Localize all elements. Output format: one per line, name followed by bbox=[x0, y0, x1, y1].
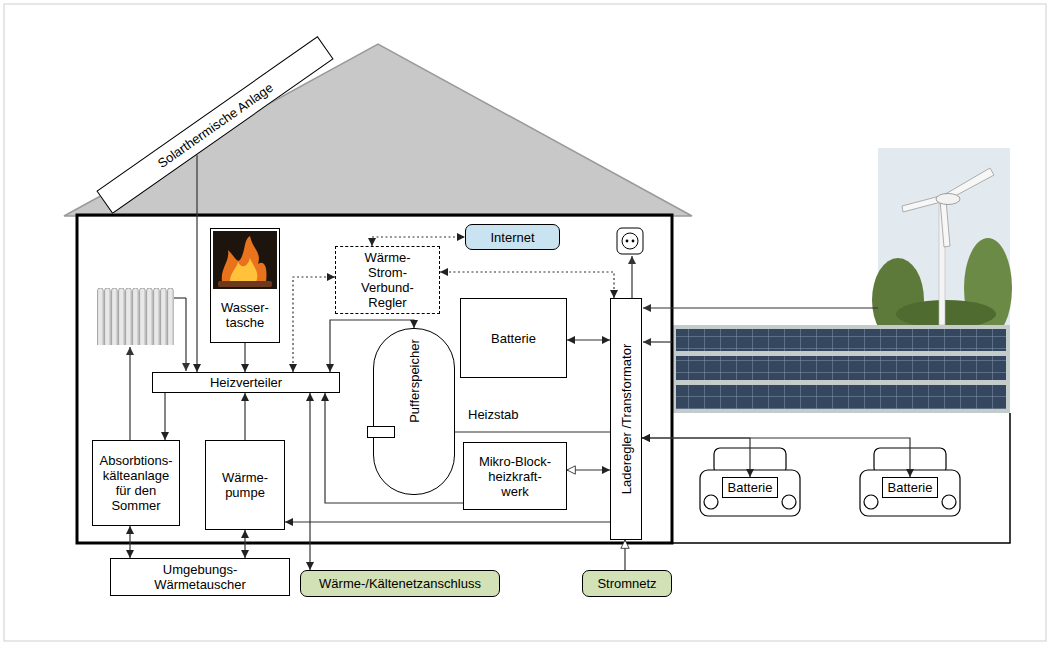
tree bbox=[896, 300, 996, 328]
connector bbox=[642, 438, 750, 477]
chp-box: Mikro-Block- heizkraft- werk bbox=[463, 442, 567, 510]
node-label: Wärme- pumpe bbox=[215, 470, 275, 500]
absorption-chiller-box: Absorbtions- kälteanlage für den Sommer bbox=[92, 440, 180, 526]
text-cell: Wärme- pumpe bbox=[215, 470, 275, 500]
node-label: Batterie bbox=[888, 480, 933, 495]
connector bbox=[293, 277, 335, 372]
node-label: Stromnetz bbox=[597, 576, 656, 591]
text-cell: Mikro-Block- heizkraft- werk bbox=[473, 454, 557, 499]
connector bbox=[244, 343, 245, 372]
node-label: Pufferspeicher bbox=[407, 339, 422, 423]
power-socket bbox=[622, 233, 638, 249]
text-cell: Batterie bbox=[728, 480, 773, 495]
text-cell: Umgebungs- Wärmetauscher bbox=[148, 562, 252, 592]
car-body bbox=[700, 470, 800, 516]
buffer-tank: Pufferspeicher bbox=[373, 328, 455, 495]
grid-connection: Stromnetz bbox=[582, 570, 672, 597]
connector bbox=[309, 393, 310, 570]
heating-pipe bbox=[129, 347, 130, 440]
text-cell: Heizverteiler bbox=[210, 375, 282, 390]
controller-box: Wärme- Strom- Verbund- Regler bbox=[335, 246, 440, 314]
socket-pin bbox=[632, 240, 635, 243]
node-label: Wasser- tasche bbox=[217, 300, 273, 330]
text-cell: Heizstab bbox=[468, 407, 519, 422]
grid-connection: Wärme-/Kältenetzanschluss bbox=[300, 570, 500, 597]
connector bbox=[567, 469, 610, 470]
text-cell: Wärme-/Kältenetzanschluss bbox=[319, 576, 481, 591]
node-label: Internet bbox=[490, 230, 534, 245]
radiator-pipe bbox=[174, 297, 186, 299]
node-label: Laderegler /Transformator bbox=[619, 344, 634, 495]
network-terminal: Internet bbox=[465, 224, 560, 250]
flame bbox=[230, 258, 257, 282]
heat-exchanger-box: Umgebungs- Wärmetauscher bbox=[110, 558, 290, 596]
wind-turbine-blade bbox=[940, 200, 950, 247]
node-label: Heizverteiler bbox=[210, 375, 282, 390]
node-label: Wärme-/Kältenetzanschluss bbox=[319, 576, 481, 591]
node-label: Wärme- Strom- Verbund- Regler bbox=[352, 250, 424, 310]
socket-pin bbox=[626, 240, 629, 243]
text-cell: Pufferspeicher bbox=[407, 339, 422, 423]
solar-panel-row bbox=[676, 385, 1006, 409]
flame bbox=[222, 236, 267, 282]
connector bbox=[372, 237, 465, 246]
power-line bbox=[643, 341, 672, 342]
connector bbox=[285, 521, 610, 522]
roof bbox=[64, 44, 692, 216]
text-cell: Stromnetz bbox=[597, 576, 656, 591]
wind-turbine-nacelle bbox=[936, 194, 960, 205]
power-line bbox=[643, 307, 878, 308]
node-label: Absorbtions- kälteanlage für den Sommer bbox=[97, 453, 175, 513]
node-label: Umgebungs- Wärmetauscher bbox=[148, 562, 252, 592]
car-battery-box: Batterie bbox=[722, 477, 778, 498]
fireplace-box: Wasser- tasche bbox=[210, 228, 280, 343]
heat-pump-box: Wärme- pumpe bbox=[205, 440, 285, 530]
garage-wall bbox=[672, 413, 1010, 543]
solar-panel-ground bbox=[672, 325, 1010, 413]
node-label: Mikro-Block- heizkraft- werk bbox=[473, 454, 557, 499]
text-cell: Wasser- tasche bbox=[217, 300, 273, 330]
text-cell: Laderegler /Transformator bbox=[619, 344, 634, 495]
node-label: Batterie bbox=[728, 480, 773, 495]
text-cell: Wärme- Strom- Verbund- Regler bbox=[352, 250, 424, 310]
charge-controller-box: Laderegler /Transformator bbox=[610, 298, 642, 540]
house-wall bbox=[77, 215, 672, 543]
connector bbox=[129, 526, 130, 558]
heating-pipe bbox=[185, 298, 186, 371]
node-label: Batterie bbox=[491, 331, 536, 346]
fireplace bbox=[213, 231, 277, 289]
firewood bbox=[218, 281, 272, 287]
heat-distributor-bar: Heizverteiler bbox=[152, 372, 340, 393]
connector bbox=[642, 438, 910, 477]
car-battery-box: Batterie bbox=[882, 477, 938, 498]
connector bbox=[196, 155, 197, 372]
car-wheel bbox=[782, 495, 796, 509]
power-line bbox=[631, 256, 632, 298]
connector bbox=[567, 339, 610, 340]
text-cell: Batterie bbox=[491, 331, 536, 346]
car-wheel bbox=[942, 495, 956, 509]
node-label: Heizstab bbox=[468, 407, 519, 422]
frame bbox=[4, 4, 1046, 641]
car-body bbox=[860, 470, 960, 516]
car-wheel bbox=[704, 495, 718, 509]
text-cell: Absorbtions- kälteanlage für den Sommer bbox=[97, 453, 175, 513]
connector bbox=[244, 393, 245, 440]
text-cell: Internet bbox=[490, 230, 534, 245]
text-cell: Batterie bbox=[888, 480, 933, 495]
car-wheel bbox=[864, 495, 878, 509]
solar-panel-row bbox=[676, 356, 1006, 380]
heating-rod: Heizstab bbox=[367, 426, 395, 438]
radiator bbox=[97, 288, 174, 345]
connector bbox=[440, 272, 614, 298]
solar-panel-row bbox=[676, 329, 1006, 351]
battery-box: Batterie bbox=[460, 298, 567, 378]
connector bbox=[164, 393, 165, 440]
wind-turbine-blade bbox=[902, 196, 941, 212]
power-socket bbox=[617, 228, 643, 254]
connector bbox=[244, 530, 245, 558]
connector bbox=[624, 540, 625, 570]
